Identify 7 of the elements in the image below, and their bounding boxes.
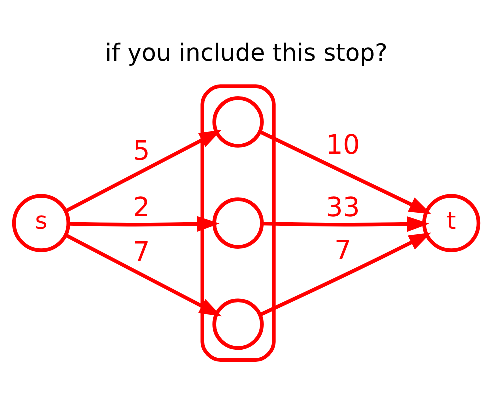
edge-label: 10 <box>326 130 360 161</box>
edge-label: 7 <box>133 236 150 268</box>
diagram-title: if you include this stop? <box>105 38 388 66</box>
edge-label: 7 <box>334 235 352 266</box>
edge-label: 5 <box>133 135 150 166</box>
edge-label: 2 <box>133 192 150 223</box>
edge-label: 33 <box>326 192 360 223</box>
